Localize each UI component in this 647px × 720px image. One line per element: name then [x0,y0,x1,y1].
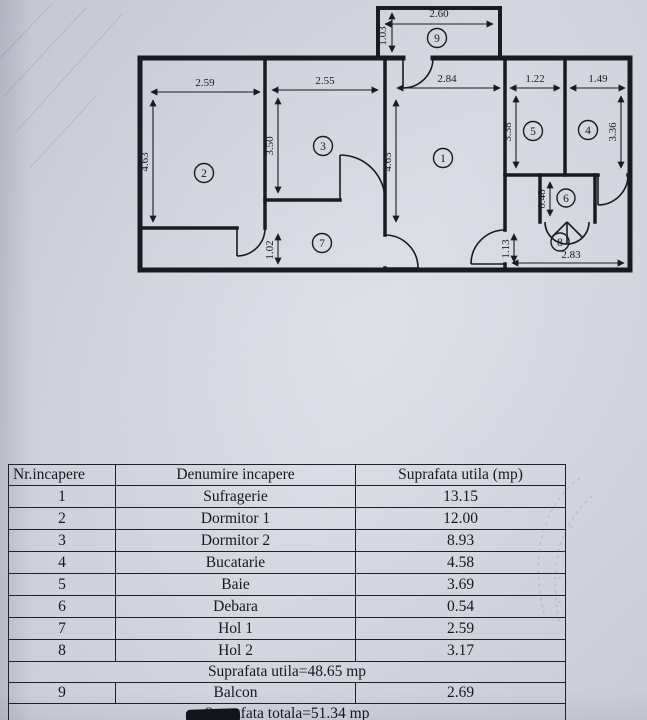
dim-label: 1.03 [377,26,389,46]
room-number: 1 [440,153,446,165]
room-area-cell: 4.58 [355,551,566,574]
scan-smudge [185,708,241,720]
room-name-cell: Baie [115,573,356,596]
room-number: 5 [530,126,536,138]
room-label: 3 [312,135,334,157]
scan-artifact-streaks [0,3,123,169]
room-labels: 1 2 3 4 5 6 7 [193,27,599,254]
dim-label: 2.84 [437,73,457,85]
room-number-cell: 5 [8,573,116,596]
room-area-cell: 8.93 [355,529,566,552]
room-number: 6 [563,193,569,205]
dim-label: 3.36 [607,122,619,142]
dim-label: 4.63 [382,152,394,172]
dim-label: 4.63 [139,152,151,172]
room-number-cell: 4 [8,551,116,574]
dim-label: 1.49 [588,73,608,85]
room-name-cell: Bucatarie [115,551,356,574]
room-number-cell: 8 [8,639,116,662]
dim-label: 3.38 [502,122,514,142]
room-number-cell: 1 [8,485,116,508]
room-number: 3 [320,141,326,153]
header-room-name: Denumire incapere [115,464,356,486]
dim-label: 2.59 [195,77,215,89]
table-row: 8 Hol 2 3.17 [8,639,566,662]
room-area-cell: 2.59 [355,617,566,640]
room-label: 1 [432,147,454,169]
total-cell: Suprafata totala=51.34 mp [8,703,566,720]
room-label: 7 [311,232,333,254]
area-table: Nr.incapere Denumire incapere Suprafata … [8,464,566,720]
dim-label: 1.13 [500,239,512,259]
room-number-cell: 2 [8,507,116,530]
room-label: 9 [426,27,448,49]
dim-label: 3.50 [264,136,276,156]
total-row: Suprafata totala=51.34 mp [8,703,566,720]
floor-plan: 2.60 1.03 2.59 2.55 2.84 1.22 1.49 4.63 … [0,3,633,273]
room-label: 4 [577,119,599,141]
room-name-cell: Dormitor 2 [115,529,356,552]
room-label: 2 [193,162,215,184]
room-name-cell: Dormitor 1 [115,507,356,530]
header-room-area: Suprafata utila (mp) [355,464,566,486]
room-number: 7 [319,238,325,250]
dim-label: 2.83 [561,249,581,261]
room-number: 2 [201,168,207,180]
room-number-cell: 6 [8,595,116,618]
room-name-cell: Balcon [115,682,356,704]
room-number-cell: 9 [8,682,116,704]
dimension-lines [149,12,626,267]
room-label: 5 [522,120,544,142]
table-row: 6 Debara 0.54 [8,595,566,618]
room-area-cell: 3.17 [355,639,566,662]
table-header-row: Nr.incapere Denumire incapere Suprafata … [8,464,566,486]
subtotal-cell: Suprafata utila=48.65 mp [8,661,566,683]
dim-label: 0.48 [536,189,548,209]
interior-walls [138,56,632,272]
subtotal-row: Suprafata utila=48.65 mp [8,661,566,683]
room-name-cell: Sufragerie [115,485,356,508]
room-area-cell: 13.15 [355,485,566,508]
room-name-cell: Hol 1 [115,617,356,640]
room-number-cell: 7 [8,617,116,640]
balcony-row: 9 Balcon 2.69 [8,682,566,704]
table-row: 3 Dormitor 2 8.93 [8,529,566,552]
table-row: 7 Hol 1 2.59 [8,617,566,640]
table-row: 1 Sufragerie 13.15 [8,485,566,508]
table-row: 2 Dormitor 1 12.00 [8,507,566,530]
room-area-cell: 2.69 [355,682,566,704]
room-number: 8 [557,237,563,249]
room-name-cell: Hol 2 [115,639,356,662]
dim-label: 2.60 [429,8,449,20]
room-area-cell: 3.69 [355,573,566,596]
dim-label: 1.02 [264,240,276,259]
door-swings [236,57,629,269]
header-room-number: Nr.incapere [8,464,116,486]
table-row: 4 Bucatarie 4.58 [8,551,566,574]
balcony-walls [376,6,502,60]
room-number: 9 [434,33,440,45]
table-row: 5 Baie 3.69 [8,573,566,596]
room-area-cell: 0.54 [355,595,566,618]
dim-label: 1.22 [525,73,544,85]
room-name-cell: Debara [115,595,356,618]
room-label: 8 [550,232,570,252]
room-number-cell: 3 [8,529,116,552]
room-area-cell: 12.00 [355,507,566,530]
room-number: 4 [585,125,591,137]
dim-label: 2.55 [315,75,335,87]
room-label: 6 [556,188,576,208]
dimension-labels: 2.60 1.03 2.59 2.55 2.84 1.22 1.49 4.63 … [139,8,619,261]
